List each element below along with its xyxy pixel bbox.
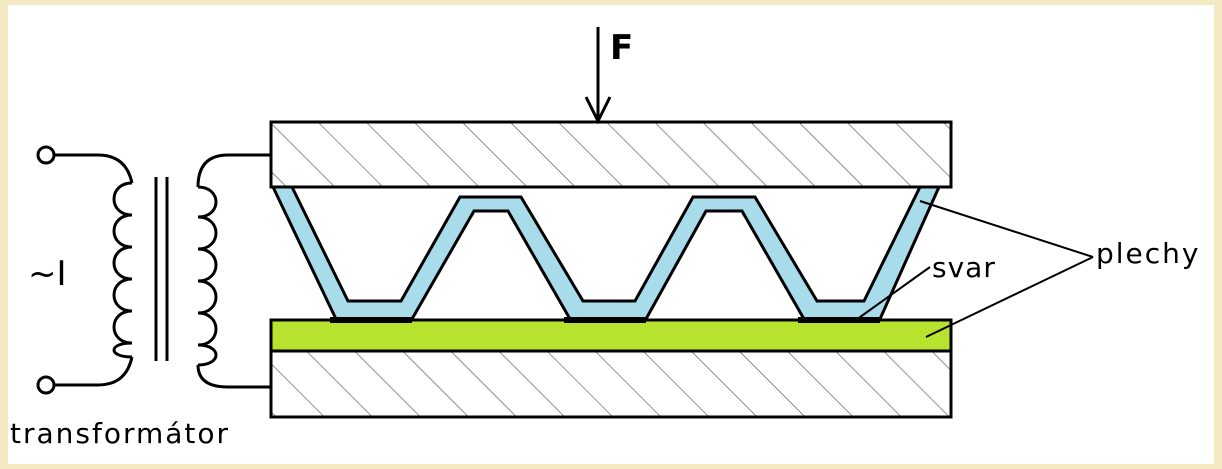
transformer-label: transformátor [10, 417, 230, 450]
diagram-canvas: F ~I transformátor svar plechy [8, 5, 1214, 464]
bottom-electrode [269, 349, 953, 419]
current-label: ~I [28, 254, 67, 294]
sheets-leader-bottom [925, 256, 1094, 338]
weld-label: svar [932, 251, 996, 284]
transformer-icon [36, 145, 271, 395]
terminal-circle-bottom [36, 375, 56, 395]
sheets-leader-top [919, 200, 1094, 258]
terminal-circle-top [36, 145, 56, 165]
force-label: F [610, 28, 633, 68]
sheets-label: plechy [1096, 237, 1201, 270]
corrugated-sheet [270, 185, 942, 321]
flat-sheet [269, 318, 953, 353]
weld-leader [855, 266, 931, 321]
resistance-welding-diagram: F ~I transformátor svar plechy [10, 27, 1201, 450]
top-electrode [269, 120, 953, 189]
force-arrow-icon [584, 27, 612, 125]
